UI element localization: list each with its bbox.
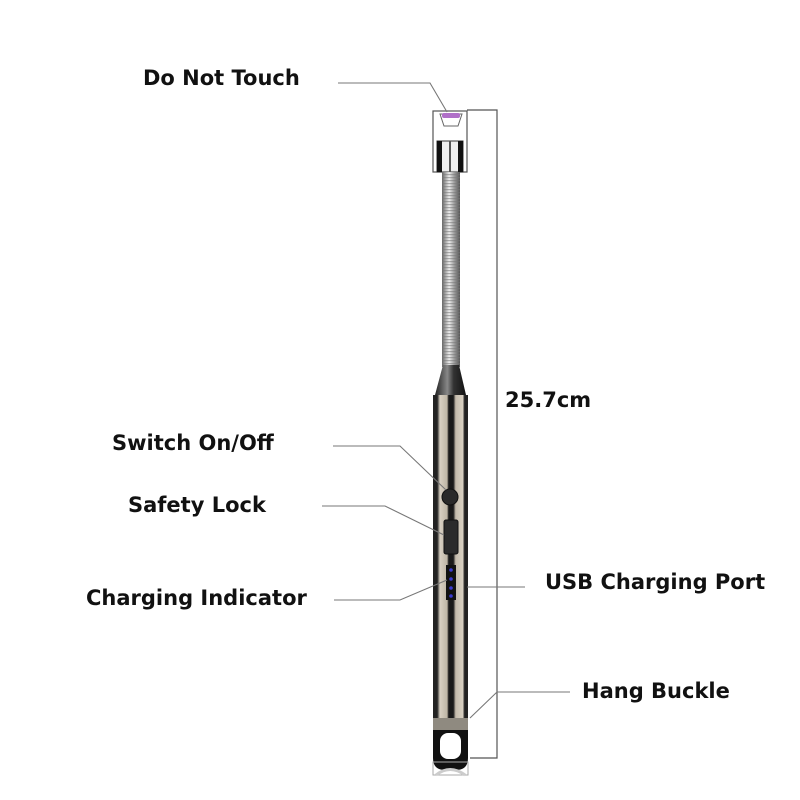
switch-button	[441, 488, 459, 506]
handle-body	[433, 395, 468, 735]
gooseneck	[442, 172, 460, 367]
label-hang-buckle: Hang Buckle	[582, 679, 730, 703]
label-switch: Switch On/Off	[112, 431, 274, 455]
leader-switch	[333, 445, 447, 491]
lighter-head	[432, 110, 468, 173]
label-do-not-touch: Do Not Touch	[143, 66, 300, 90]
label-charging-indicator: Charging Indicator	[86, 586, 307, 610]
tip-icon	[442, 113, 460, 118]
label-length: 25.7cm	[505, 388, 592, 412]
handle-taper	[435, 365, 466, 395]
leader-safety-lock	[322, 505, 445, 536]
label-safety-lock: Safety Lock	[128, 493, 266, 517]
safety-lock-switch	[443, 519, 459, 555]
leader-hang-buckle	[469, 691, 570, 719]
leader-charging-indicator	[334, 579, 448, 601]
leader-lines	[322, 82, 570, 719]
charging-indicator-leds	[449, 568, 453, 598]
hang-buckle	[432, 718, 469, 777]
dimension-bracket	[467, 109, 498, 759]
leader-do-not-touch	[338, 82, 448, 113]
label-usb-port: USB Charging Port	[545, 570, 766, 594]
